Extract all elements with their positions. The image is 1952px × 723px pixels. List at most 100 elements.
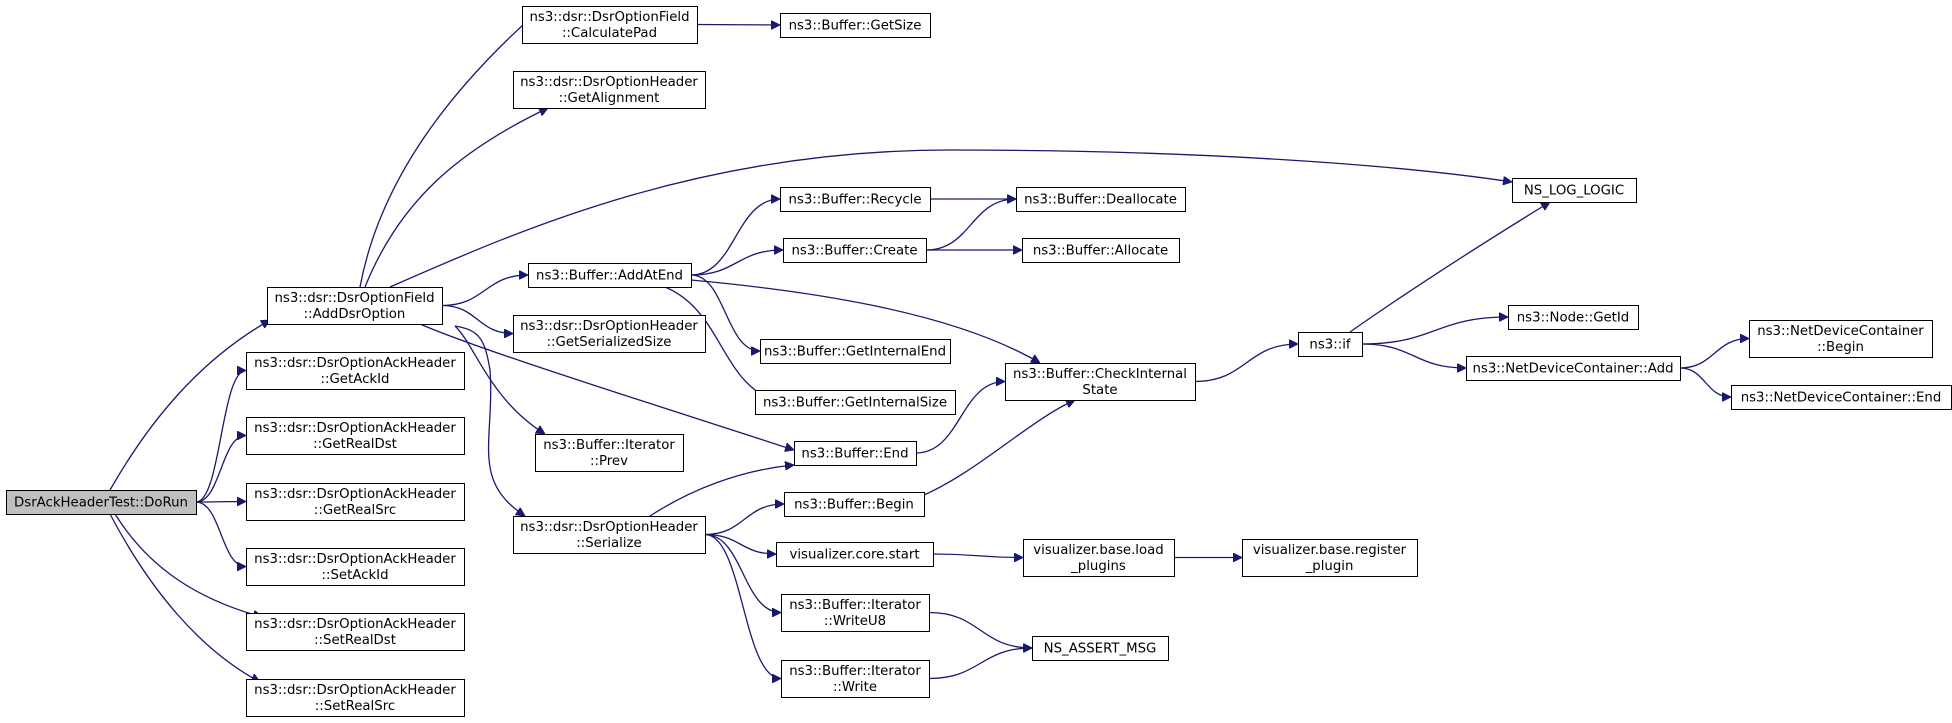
node-deallocate[interactable]: ns3::Buffer::Deallocate bbox=[1016, 187, 1186, 212]
node-label: _plugin bbox=[1305, 559, 1354, 574]
node-allocate[interactable]: ns3::Buffer::Allocate bbox=[1022, 238, 1180, 263]
node-box bbox=[783, 238, 927, 263]
node-label: ::GetAlignment bbox=[559, 91, 660, 106]
node-box bbox=[528, 263, 692, 288]
node-box bbox=[780, 13, 931, 38]
node-label: ::Begin bbox=[1817, 340, 1864, 355]
edge-write-to-assertMsg bbox=[928, 648, 1032, 680]
node-label: visualizer.base.load bbox=[1033, 543, 1163, 558]
node-load-plugins[interactable]: visualizer.base.load_plugins bbox=[1023, 539, 1175, 577]
edge-addDsrOption-to-iterPrev bbox=[454, 325, 545, 435]
node-label: ns3::Buffer::Deallocate bbox=[1024, 193, 1177, 208]
node-get-serialized-size[interactable]: ns3::dsr::DsrOptionHeader::GetSerialized… bbox=[513, 315, 706, 353]
edge-addDsrOption-to-bufEnd bbox=[419, 323, 794, 450]
edge-doRun-to-setRealSrc bbox=[109, 513, 260, 683]
edge-addAtEnd-to-create bbox=[690, 250, 783, 276]
node-serialize[interactable]: ns3::dsr::DsrOptionHeader::Serialize bbox=[513, 516, 706, 554]
node-label: ::CalculatePad bbox=[562, 26, 657, 41]
node-get-real-dst[interactable]: ns3::dsr::DsrOptionAckHeader::GetRealDst bbox=[246, 417, 465, 455]
edge-serialize-to-bufEnd bbox=[649, 465, 794, 517]
edge-doRun-to-addDsrOption bbox=[109, 319, 270, 491]
node-label: ::SetAckId bbox=[321, 568, 388, 583]
node-label: ns3::NetDeviceContainer bbox=[1757, 324, 1924, 339]
node-calculate-pad[interactable]: ns3::dsr::DsrOptionField::CalculatePad bbox=[522, 6, 698, 44]
node-box bbox=[522, 6, 698, 44]
node-create[interactable]: ns3::Buffer::Create bbox=[783, 238, 927, 263]
node-ns-if[interactable]: ns3::if bbox=[1298, 332, 1363, 357]
node-node-get-id[interactable]: ns3::Node::GetId bbox=[1508, 305, 1639, 330]
node-ndc-begin[interactable]: ns3::NetDeviceContainer::Begin bbox=[1749, 320, 1933, 358]
node-set-real-src[interactable]: ns3::dsr::DsrOptionAckHeader::SetRealSrc bbox=[246, 679, 465, 717]
edge-layer bbox=[109, 14, 1749, 683]
node-write[interactable]: ns3::Buffer::Iterator::Write bbox=[781, 660, 930, 698]
node-add-at-end[interactable]: ns3::Buffer::AddAtEnd bbox=[528, 263, 692, 288]
edge-nsIf-to-ndcAdd bbox=[1361, 343, 1466, 368]
edge-ndcAdd-to-ndcEnd bbox=[1679, 367, 1732, 397]
node-label: ::AddDsrOption bbox=[304, 307, 406, 322]
node-viz-start[interactable]: visualizer.core.start bbox=[776, 542, 934, 567]
node-box bbox=[246, 613, 465, 651]
edge-writeU8-to-assertMsg bbox=[928, 611, 1032, 649]
edge-addDsrOption-to-addAtEnd bbox=[441, 275, 528, 307]
node-label: ns3::dsr::DsrOptionAckHeader bbox=[254, 421, 456, 436]
node-get-size[interactable]: ns3::Buffer::GetSize bbox=[780, 13, 931, 38]
edge-addAtEnd-to-getInternalSize bbox=[664, 286, 768, 398]
node-get-internal-end[interactable]: ns3::Buffer::GetInternalEnd bbox=[760, 339, 951, 364]
node-label: ::GetAckId bbox=[321, 372, 390, 387]
node-box bbox=[513, 516, 706, 554]
node-buf-end[interactable]: ns3::Buffer::End bbox=[794, 441, 917, 466]
node-ns-log-logic[interactable]: NS_LOG_LOGIC bbox=[1512, 178, 1637, 203]
node-iter-prev[interactable]: ns3::Buffer::Iterator::Prev bbox=[535, 434, 684, 472]
node-write-u8[interactable]: ns3::Buffer::Iterator::WriteU8 bbox=[781, 594, 930, 632]
edge-addAtEnd-to-checkInternal bbox=[690, 279, 1040, 364]
node-add-dsr-option[interactable]: ns3::dsr::DsrOptionField::AddDsrOption bbox=[267, 287, 443, 325]
node-label: ::WriteU8 bbox=[824, 614, 886, 629]
node-set-ack-id[interactable]: ns3::dsr::DsrOptionAckHeader::SetAckId bbox=[246, 548, 465, 586]
node-get-real-src[interactable]: ns3::dsr::DsrOptionAckHeader::GetRealSrc bbox=[246, 483, 465, 521]
edge-serialize-to-write bbox=[704, 533, 782, 679]
node-recycle[interactable]: ns3::Buffer::Recycle bbox=[780, 187, 931, 212]
node-label: ns3::Buffer::Begin bbox=[794, 498, 914, 513]
node-label: NS_LOG_LOGIC bbox=[1524, 184, 1624, 199]
edge-doRun-to-getAckId bbox=[195, 371, 247, 503]
node-label: ns3::Buffer::AddAtEnd bbox=[536, 269, 683, 284]
node-buf-begin[interactable]: ns3::Buffer::Begin bbox=[784, 492, 925, 517]
edge-serialize-to-vizStart bbox=[704, 533, 776, 555]
node-label: ns3::dsr::DsrOptionAckHeader bbox=[254, 356, 456, 371]
node-register-plugin[interactable]: visualizer.base.register_plugin bbox=[1242, 539, 1418, 577]
node-do-run[interactable]: DsrAckHeaderTest::DoRun bbox=[6, 490, 197, 515]
edge-nsIf-to-nsLogLogic bbox=[1349, 201, 1550, 333]
node-label: ::Prev bbox=[590, 454, 628, 469]
node-box bbox=[1242, 539, 1418, 577]
node-label: ns3::NetDeviceContainer::End bbox=[1741, 391, 1942, 406]
edge-doRun-to-setAckId bbox=[195, 501, 247, 567]
node-label: ns3::NetDeviceContainer::Add bbox=[1472, 362, 1673, 377]
node-label: ::SetRealDst bbox=[314, 633, 396, 648]
node-assert-msg[interactable]: NS_ASSERT_MSG bbox=[1032, 636, 1169, 661]
edge-addDsrOption-to-serialize bbox=[454, 325, 525, 516]
edge-addAtEnd-to-getInternalEnd bbox=[690, 274, 760, 351]
node-label: ns3::Buffer::CheckInternal bbox=[1013, 367, 1187, 382]
node-label: ns3::dsr::DsrOptionAckHeader bbox=[254, 617, 456, 632]
node-label: ns3::dsr::DsrOptionAckHeader bbox=[254, 487, 456, 502]
node-label: ns3::dsr::DsrOptionAckHeader bbox=[254, 552, 456, 567]
node-get-ack-id[interactable]: ns3::dsr::DsrOptionAckHeader::GetAckId bbox=[246, 352, 465, 390]
node-ndc-end[interactable]: ns3::NetDeviceContainer::End bbox=[1731, 385, 1952, 410]
edge-calculatePad-to-getSize bbox=[696, 25, 780, 26]
node-box bbox=[784, 492, 925, 517]
node-get-alignment[interactable]: ns3::dsr::DsrOptionHeader::GetAlignment bbox=[513, 71, 706, 109]
node-box bbox=[246, 417, 465, 455]
node-label: ::Serialize bbox=[576, 536, 641, 551]
edge-doRun-to-getRealDst bbox=[195, 436, 247, 503]
node-get-internal-size[interactable]: ns3::Buffer::GetInternalSize bbox=[755, 390, 956, 415]
edge-create-to-deallocate bbox=[925, 199, 1016, 251]
node-set-real-dst[interactable]: ns3::dsr::DsrOptionAckHeader::SetRealDst bbox=[246, 613, 465, 651]
node-ndc-add[interactable]: ns3::NetDeviceContainer::Add bbox=[1466, 356, 1681, 381]
node-label: visualizer.base.register bbox=[1253, 543, 1407, 558]
node-box bbox=[6, 490, 197, 515]
node-box bbox=[755, 390, 956, 415]
node-label: ::GetRealSrc bbox=[314, 503, 396, 518]
node-box bbox=[1508, 305, 1639, 330]
